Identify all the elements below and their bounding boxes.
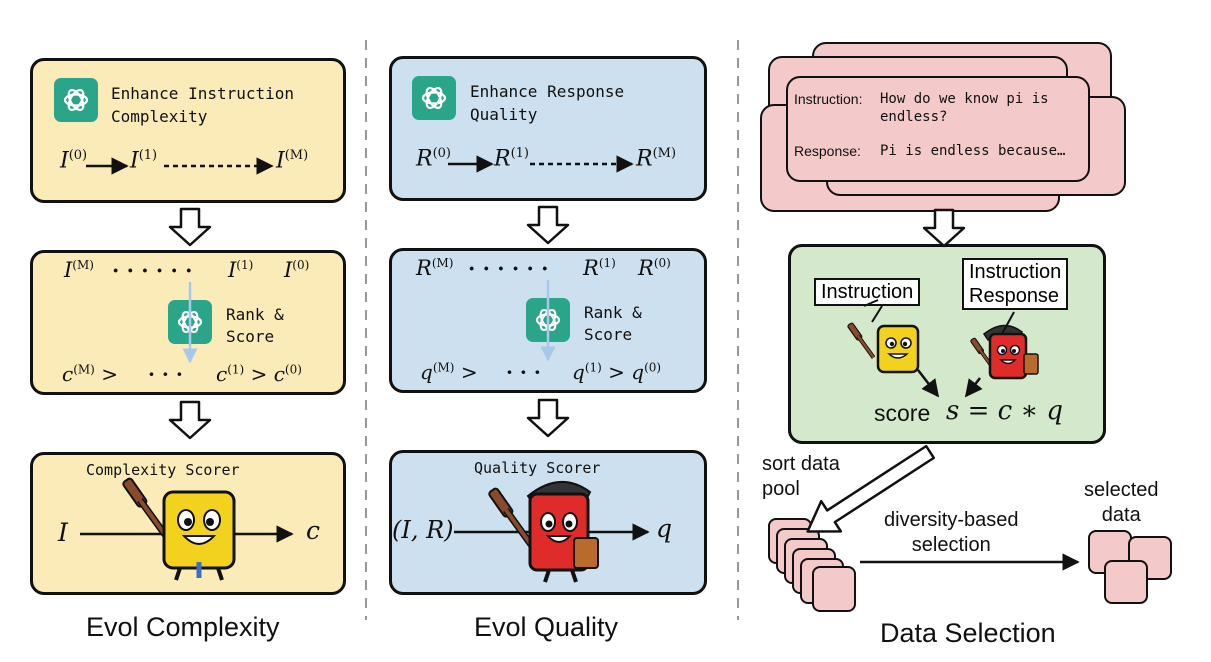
complexity-scores-row: c(M) > [62,362,118,386]
score-dots: · · · [148,362,183,386]
instruction-one: I(1) [228,258,254,282]
response-zero: R(0) [638,256,671,280]
scorer-output-label: q [656,514,673,543]
response-chain-second: R(1) [494,146,529,172]
card-instruction-key: Instruction: [794,91,863,107]
caption-evol-complexity: Evol Complexity [86,612,280,642]
enhance-label-line1: Enhance Instruction [111,84,295,103]
quality-scores-row: q(M) > [420,360,478,384]
enhance-label-line2: Complexity [111,107,208,126]
score-word: score [874,400,931,426]
instruction-zero: I(0) [284,258,310,282]
complexity-scorer-title: Complexity Scorer [86,461,240,479]
chatgpt-logo-icon [168,300,212,344]
instruction-label-box: Instruction [814,278,921,306]
response-chain-first: R(0) [416,146,451,172]
chatgpt-logo-icon [526,298,570,342]
enhance-instruction-box [30,58,346,203]
caption-data-selection: Data Selection [880,618,1056,648]
diversity-selection-label: diversity-based selection [884,509,1019,556]
quality-scorer-title: Quality Scorer [474,459,601,477]
candidate-responses-row: R(M) [416,256,454,280]
data-pool-card-front [786,76,1090,182]
response-chain-last: R(M) [636,146,677,172]
sort-data-pool-label: sort data pool [762,453,840,500]
score-formula: s = c ∗ q [946,396,1064,426]
card-response-value: Pi is endless because… [880,143,1066,159]
selected-data-label: selected data [1084,479,1159,526]
score-dots: · · · [506,360,541,384]
card-instruction-value: How do we know pi is endless? [880,91,1049,125]
chatgpt-logo-icon [54,78,98,122]
chain-last: I(M) [276,148,309,174]
card-response-key: Response: [794,143,861,159]
sorted-data-item [812,566,856,612]
response-one: R(1) [583,256,616,280]
enhance-response-box [389,56,707,201]
candidate-instructions-row: I(M) [64,258,94,282]
scorer-output-label: c [306,516,321,545]
instruction-response-label-box: Instruction Response [962,258,1069,310]
ellipsis-dots: · · · · · · [112,258,193,283]
chatgpt-logo-icon [412,76,456,120]
scorer-input-label: (I, R) [392,516,454,544]
selected-data-item [1104,560,1148,604]
ellipsis-dots: · · · · · · [468,256,549,281]
enhance-instruction-label: Enhance Instruction Complexity [111,82,294,128]
rank-score-label-quality: Rank & Score [584,303,642,344]
score-q1: q(1) > q(0) [572,360,662,384]
chain-second: I(1) [130,148,158,174]
scorer-input-label: I [58,518,68,547]
instruction-evolution-chain: I(0) [60,148,88,174]
caption-evol-quality: Evol Quality [474,612,619,642]
score-c1: c(1) > c(0) [216,362,302,386]
enhance-response-label: Enhance Response Quality [470,82,625,124]
rank-score-label: Rank & Score [226,305,284,346]
